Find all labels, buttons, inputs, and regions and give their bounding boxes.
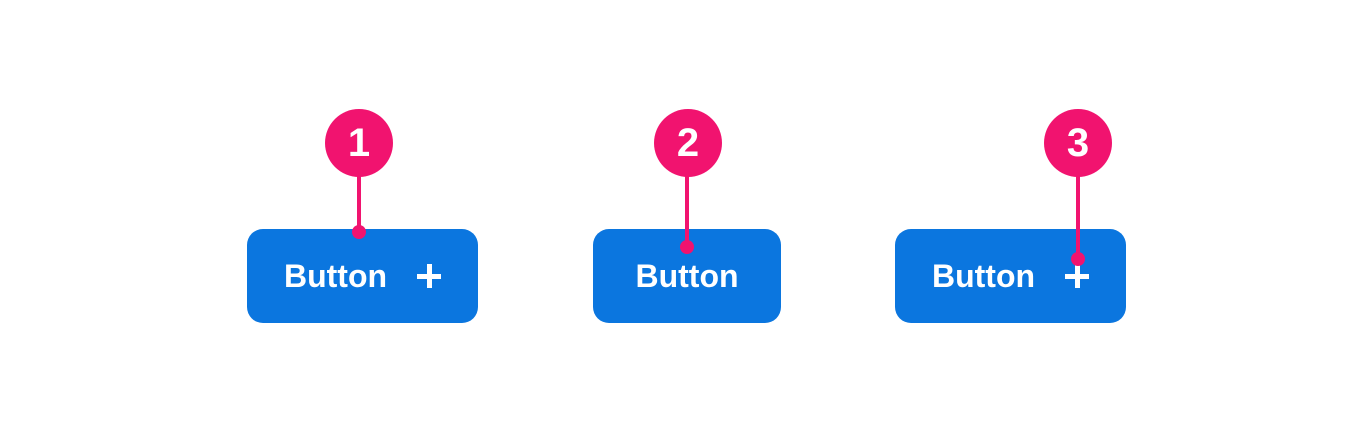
annotation-number: 3 — [1066, 120, 1090, 165]
connector-dot-2 — [680, 240, 694, 254]
button-label: Button — [283, 258, 388, 294]
annotation-number: 2 — [676, 120, 700, 165]
connector-dot-1 — [352, 225, 366, 239]
button-label: Button — [931, 258, 1036, 294]
button-3[interactable]: Button — [895, 229, 1126, 323]
plus-icon — [1065, 264, 1090, 288]
connector-dot-3 — [1071, 252, 1085, 266]
connector-line-1 — [357, 175, 361, 232]
annotation-badge-2: 2 — [654, 109, 722, 177]
annotation-badge-1: 1 — [325, 109, 393, 177]
button-label: Button — [635, 258, 739, 294]
annotation-badge-3: 3 — [1044, 109, 1112, 177]
connector-line-3 — [1076, 175, 1080, 259]
connector-line-2 — [685, 175, 689, 247]
annotation-number: 1 — [347, 120, 371, 165]
plus-icon — [417, 264, 442, 288]
button-1[interactable]: Button — [247, 229, 478, 323]
